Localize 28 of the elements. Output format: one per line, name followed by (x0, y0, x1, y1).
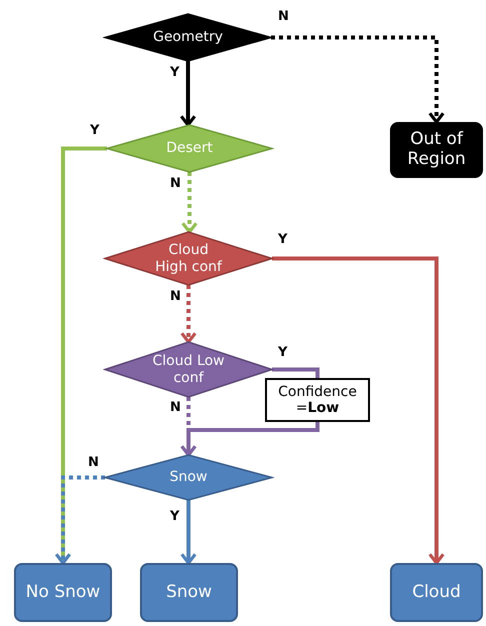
connector-arrow (180, 285, 197, 344)
node-label: Out of Region (406, 130, 467, 170)
connector-arrow (180, 500, 197, 565)
connector-arrow (180, 61, 196, 127)
result-box (14, 563, 112, 622)
node-label: Snow (166, 582, 212, 602)
result-box (390, 563, 483, 622)
node-label: Desert (166, 140, 213, 157)
result-box (140, 563, 238, 622)
node-label: Cloud High conf (154, 242, 223, 275)
decision-diamond (105, 342, 272, 397)
connector-arrow (180, 422, 320, 457)
note-box (265, 378, 370, 422)
decision-diamond (105, 455, 272, 500)
decision-diamond (107, 125, 272, 172)
node-label: Snow (170, 469, 208, 486)
node-label: Cloud Low conf (152, 353, 224, 386)
connector-arrow (54, 476, 105, 565)
decision-diamond (105, 14, 271, 61)
decision-diamond (105, 232, 272, 285)
node-label: Cloud (412, 582, 461, 602)
node-label: No Snow (26, 582, 100, 602)
connector-arrow (181, 172, 198, 234)
connector-arrow (272, 256, 445, 565)
node-label: Geometry (153, 29, 223, 46)
node-label: Confidence =Low (277, 384, 358, 416)
connector-arrow (271, 36, 445, 124)
result-box (390, 122, 483, 178)
